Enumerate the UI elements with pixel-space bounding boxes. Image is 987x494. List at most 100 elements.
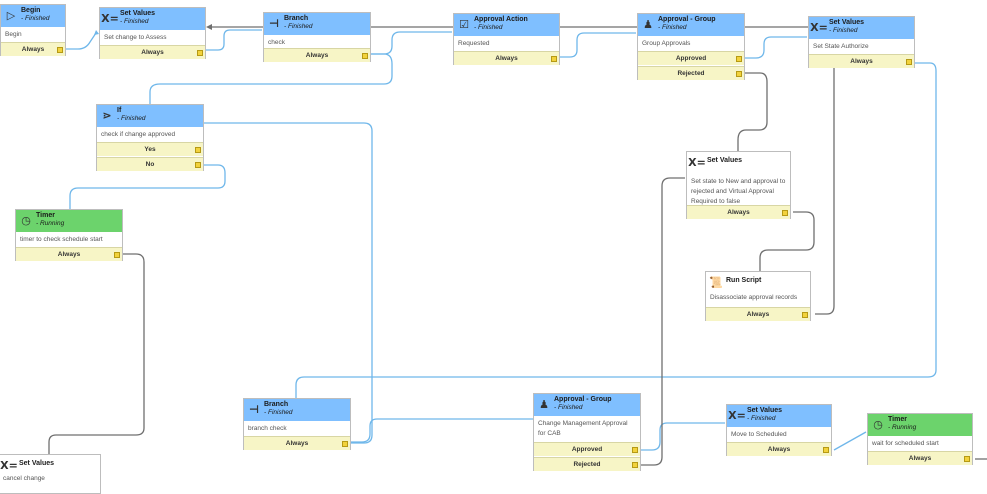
exit-connector[interactable] <box>195 162 201 168</box>
activity-run-script[interactable]: 📜 Run Script Disassociate approval recor… <box>705 271 811 321</box>
activity-header: X= Set Values - Finished <box>809 17 914 39</box>
activity-description: Change Management Approval for CAB <box>538 420 628 437</box>
exit-always[interactable]: Always <box>264 48 370 62</box>
activity-header: ♟ Approval - Group - Finished <box>534 394 640 416</box>
exit-always[interactable]: Always <box>687 205 790 219</box>
exit-connector[interactable] <box>632 447 638 453</box>
activity-description: Requested <box>458 40 490 47</box>
exit-always[interactable]: Always <box>16 247 122 261</box>
activity-header: ☑ Approval Action - Finished <box>454 14 559 36</box>
activity-approval-action[interactable]: ☑ Approval Action - Finished Requested A… <box>453 13 560 65</box>
activity-timer-schedule[interactable]: ◷ Timer - Running timer to check schedul… <box>15 209 123 261</box>
transition-approved-to-authorize <box>745 36 807 59</box>
exit-rejected[interactable]: Rejected <box>638 66 744 80</box>
transition-rejected-to-set-new <box>737 72 768 151</box>
activity-set-values-cancel[interactable]: X= Set Values cancel change <box>0 454 101 494</box>
transition-scheduled-to-timer-wait <box>833 431 867 451</box>
exit-always[interactable]: Always <box>100 45 205 59</box>
exit-connector[interactable] <box>632 462 638 468</box>
activity-description: Move to Scheduled <box>731 431 787 438</box>
exit-always[interactable]: Always <box>1 42 65 56</box>
exit-connector[interactable] <box>782 210 788 216</box>
activity-description: Set change to Assess <box>104 34 167 41</box>
exit-connector[interactable] <box>362 53 368 59</box>
activity-set-values-authorize[interactable]: X= Set Values - Finished Set State Autho… <box>808 16 915 68</box>
activity-description: Disassociate approval records <box>710 294 798 301</box>
exit-connector[interactable] <box>802 312 808 318</box>
branch-icon: ⊣ <box>268 16 280 30</box>
script-icon: 📜 <box>709 275 723 289</box>
activity-header: X= Set Values - Finished <box>727 405 831 427</box>
transition-run-script-to-branch-back <box>815 60 835 315</box>
exit-always[interactable]: Always <box>706 307 810 321</box>
arrow-head-set-assess <box>94 30 99 35</box>
exit-always[interactable]: Always <box>809 54 914 68</box>
set-values-icon: X= <box>810 20 828 34</box>
transition-begin-to-set-assess <box>66 32 97 50</box>
set-values-icon: X= <box>0 458 18 472</box>
activity-header: X= Set Values <box>0 455 100 471</box>
transition-timer-to-set-cancel <box>48 253 145 454</box>
activity-header: ◷ Timer - Running <box>16 210 122 232</box>
transition-cab-rejected-to-set-new <box>641 177 685 466</box>
exit-connector[interactable] <box>551 56 557 62</box>
activity-approval-group-cab[interactable]: ♟ Approval - Group - Finished Change Man… <box>533 393 641 471</box>
activity-set-values-new[interactable]: X= Set Values Set state to New and appro… <box>686 151 791 219</box>
exit-approved[interactable]: Approved <box>534 442 640 456</box>
set-values-icon: X= <box>688 155 706 169</box>
activity-set-values-assess[interactable]: X= Set Values - Finished Set change to A… <box>99 7 206 59</box>
transition-authorize-to-branch2 <box>295 62 937 398</box>
exit-always[interactable]: Always <box>244 436 350 450</box>
exit-always[interactable]: Always <box>727 442 831 456</box>
exit-yes[interactable]: Yes <box>97 142 203 156</box>
transition-approval-action-to-group <box>560 32 636 58</box>
set-values-icon: X= <box>101 11 119 25</box>
exit-connector[interactable] <box>57 47 63 53</box>
activity-header: X= Set Values <box>687 152 790 174</box>
set-values-icon: X= <box>728 408 746 422</box>
exit-connector[interactable] <box>736 56 742 62</box>
activity-set-values-scheduled[interactable]: X= Set Values - Finished Move to Schedul… <box>726 404 832 456</box>
exit-connector[interactable] <box>736 71 742 77</box>
checkbox-icon: ☑ <box>459 17 469 31</box>
exit-always[interactable]: Always <box>454 51 559 65</box>
activity-branch-check[interactable]: ⊣ Branch - Finished check Always <box>263 12 371 62</box>
exit-connector[interactable] <box>823 447 829 453</box>
exit-connector[interactable] <box>195 147 201 153</box>
transition-cab-approved-to-scheduled <box>641 422 725 451</box>
transition-branch-to-approval-action <box>371 31 452 55</box>
activity-begin[interactable]: ▷ Begin - Finished Begin Always <box>0 4 66 56</box>
exit-connector[interactable] <box>114 252 120 258</box>
activity-header: ◷ Timer - Running <box>868 414 972 436</box>
activity-description: cancel change <box>3 475 45 482</box>
exit-rejected[interactable]: Rejected <box>534 457 640 471</box>
transition-branch2-to-cab <box>351 418 533 443</box>
activity-branch-check-2[interactable]: ⊣ Branch - Finished branch check Always <box>243 398 351 450</box>
transition-no-to-timer <box>69 164 226 209</box>
activity-description: Begin <box>5 31 22 38</box>
exit-always[interactable]: Always <box>868 451 972 465</box>
activity-description: wait for scheduled start <box>872 440 939 447</box>
activity-description: check if change approved <box>101 131 176 138</box>
transition-set-new-to-run-script <box>759 211 815 272</box>
exit-connector[interactable] <box>964 456 970 462</box>
exit-connector[interactable] <box>197 50 203 56</box>
activity-header: ▷ Begin - Finished <box>1 5 65 27</box>
activity-if[interactable]: ⋗ If - Finished check if change approved… <box>96 104 204 171</box>
exit-connector[interactable] <box>906 59 912 65</box>
activity-description: timer to check schedule start <box>20 236 103 243</box>
arrow-head-return <box>206 24 212 30</box>
activity-header: ♟ Approval - Group - Finished <box>638 14 744 36</box>
transition-branch2-to-if-loop <box>204 122 373 444</box>
activity-approval-group[interactable]: ♟ Approval - Group - Finished Group Appr… <box>637 13 745 80</box>
group-icon: ♟ <box>539 397 549 411</box>
exit-no[interactable]: No <box>97 157 203 171</box>
activity-header: 📜 Run Script <box>706 272 810 290</box>
activity-description: Set State Authorize <box>813 43 869 50</box>
exit-approved[interactable]: Approved <box>638 51 744 65</box>
activity-timer-wait[interactable]: ◷ Timer - Running wait for scheduled sta… <box>867 413 973 465</box>
activity-description: Group Approvals <box>642 40 691 47</box>
transition-set-assess-to-branch <box>206 29 262 51</box>
activity-description: branch check <box>248 425 287 432</box>
exit-connector[interactable] <box>342 441 348 447</box>
